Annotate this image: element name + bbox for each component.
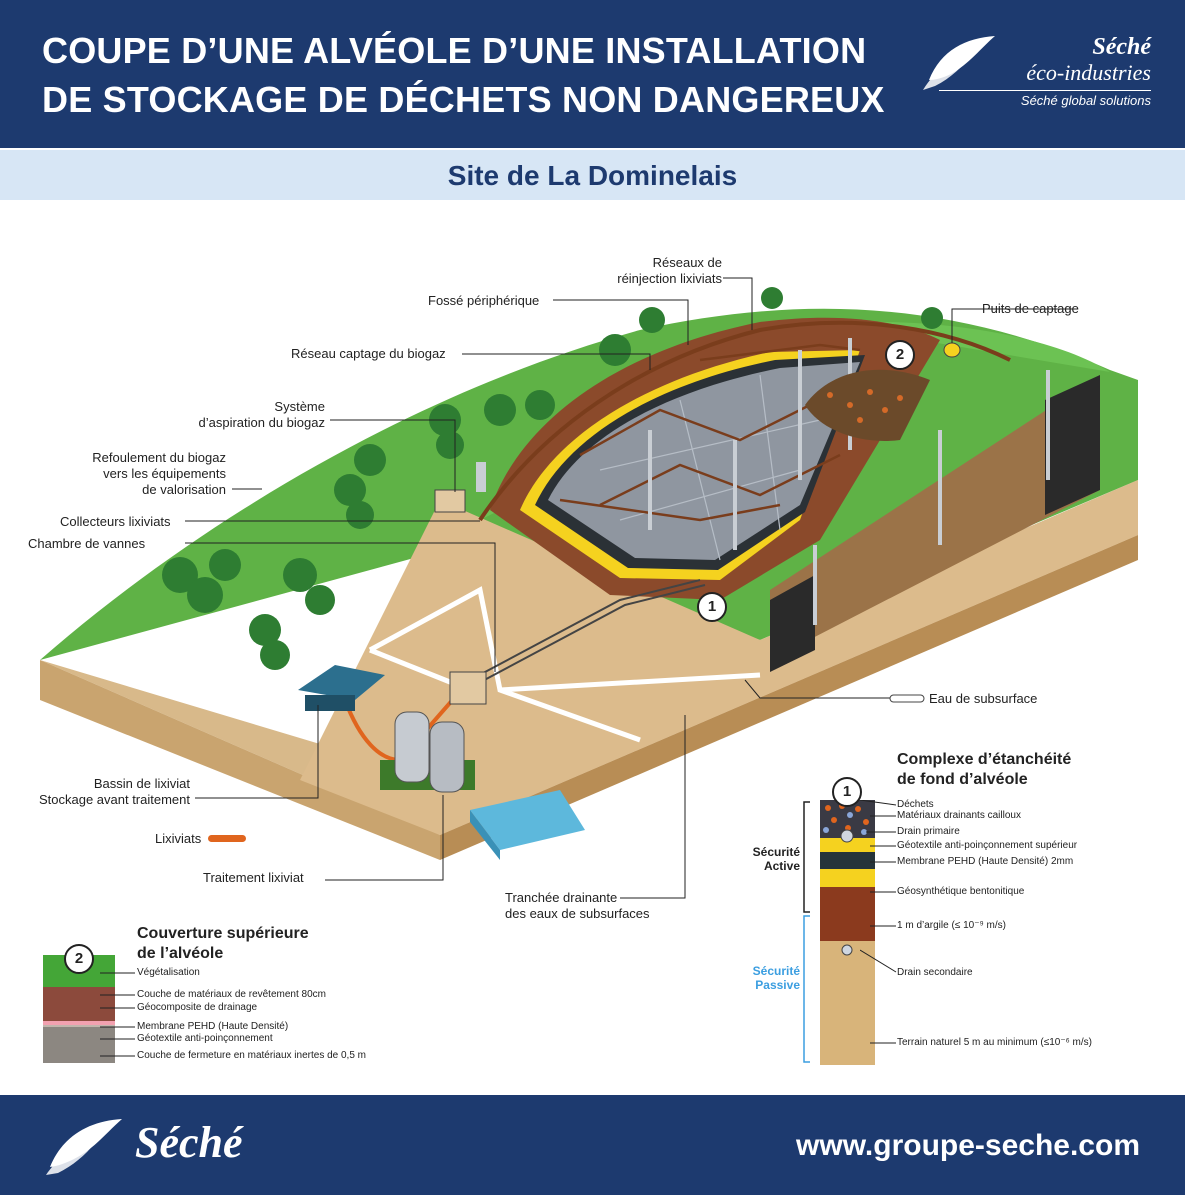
title-line-1: COUPE D’UNE ALVÉOLE D’UNE INSTALLATION — [42, 30, 867, 71]
leader-lines — [185, 277, 1078, 899]
cover-item-2: Couche de matériaux de revêtement 80cm — [137, 989, 326, 1000]
leachate-line-icon — [208, 835, 246, 842]
seal-item-3: Drain primaire — [897, 826, 960, 837]
basin-roof — [298, 665, 385, 700]
securite-passive: Sécurité Passive — [752, 964, 800, 992]
label-aspiration: Système d’aspiration du biogaz — [198, 399, 325, 430]
title-line-2: DE STOCKAGE DE DÉCHETS NON DANGEREUX — [42, 79, 885, 120]
marker-1: 1 — [697, 592, 727, 622]
footer-leaf-icon — [46, 1119, 122, 1175]
seal-item-2: Matériaux drainants cailloux — [897, 810, 1021, 821]
cover-leaders — [100, 972, 135, 1057]
seal-drains — [840, 829, 854, 956]
label-reinjection: Réseaux de réinjection lixiviats — [617, 255, 722, 286]
treatment-pond-side — [470, 810, 500, 860]
securite-active: Sécurité Active — [752, 845, 800, 873]
drainage-gravel-wall-2 — [1045, 375, 1100, 515]
seal-item-1: Déchets — [897, 799, 934, 810]
footer-brand: Séché — [135, 1118, 243, 1167]
treatment-pond — [470, 790, 585, 850]
leachate-collectors — [469, 579, 706, 686]
site-title: Site de La Dominelais — [447, 160, 738, 191]
label-eau-subsurface: Eau de subsurface — [929, 691, 1038, 706]
footer-url[interactable]: www.groupe-seche.com — [796, 1129, 1140, 1162]
cover-item-6: Couche de fermeture en matériaux inertes… — [137, 1050, 367, 1061]
label-lixiviats: Lixiviats — [155, 831, 202, 846]
seal-marker: 1 — [832, 777, 862, 807]
label-collecteurs: Collecteurs lixiviats — [60, 514, 171, 529]
label-refoulement: Refoulement du biogaz vers les équipemen… — [92, 450, 226, 497]
seal-leaders — [860, 800, 897, 1044]
seal-column — [820, 800, 875, 1065]
seal-item-4: Géotextile anti-poinçonnement supérieur — [897, 840, 1078, 851]
waste-dots — [827, 389, 903, 423]
cover-legend-title: Couverture supérieure de l’alvéole — [137, 925, 309, 962]
brand-name: Séché — [1092, 34, 1151, 60]
subsurface-pipe-icon — [889, 694, 925, 703]
marker-2: 2 — [885, 340, 915, 370]
drainage-gravel-wall — [770, 575, 815, 672]
site-banner: Site de La Dominelais — [0, 150, 1185, 200]
label-traitement: Traitement lixiviat — [203, 870, 304, 885]
tank-1 — [394, 711, 430, 783]
cover-item-4: Membrane PEHD (Haute Densité) — [137, 1021, 289, 1032]
basin-building — [305, 695, 355, 711]
excavation-cut — [300, 480, 1138, 835]
seal-item-9: Terrain naturel 5 m au minimum (≤10⁻⁶ m/… — [897, 1037, 1092, 1048]
seal-item-6: Géosynthétique bentonitique — [897, 886, 1025, 897]
ground-front-face — [40, 660, 440, 860]
tank-2 — [429, 721, 465, 793]
cover-item-1: Végétalisation — [137, 967, 200, 978]
footer-banner: Séché www.groupe-seche.com — [0, 1095, 1185, 1195]
waste-pile — [805, 369, 930, 441]
seal-item-5: Membrane PEHD (Haute Densité) 2mm — [897, 856, 1074, 867]
label-puits: Puits de captage — [982, 301, 1079, 316]
cover-marker: 2 — [64, 944, 94, 974]
aspiration-unit — [434, 489, 466, 513]
cover-column — [43, 955, 115, 1063]
brand-tagline: Séché global solutions — [1020, 93, 1151, 108]
header-banner: COUPE D’UNE ALVÉOLE D’UNE INSTALLATION D… — [0, 0, 1185, 148]
ground-front-side — [40, 480, 1138, 835]
label-chambre: Chambre de vannes — [28, 536, 146, 551]
seche-eco-logo: Séché éco-industries Séché global soluti… — [921, 30, 1151, 120]
cut-wall — [770, 375, 1100, 660]
label-tranchee: Tranchée drainante des eaux de subsurfac… — [505, 890, 650, 921]
seal-brackets — [803, 801, 810, 1063]
brand-rule — [939, 90, 1151, 91]
cover-item-3: Géocomposite de drainage — [137, 1002, 258, 1013]
brand-sub: éco-industries — [1026, 60, 1151, 85]
label-reseau-biogaz: Réseau captage du biogaz — [291, 346, 446, 361]
aspiration-chimney — [476, 462, 486, 492]
cross-section-illustration — [40, 277, 1138, 899]
well-cap — [943, 342, 961, 358]
trees — [162, 287, 943, 670]
seal-item-8: Drain secondaire — [897, 967, 973, 978]
seal-legend-title: Complexe d’étanchéité de fond d’alvéole — [897, 751, 1072, 788]
leaf-logo-icon — [923, 36, 995, 90]
label-fosse: Fossé périphérique — [428, 293, 540, 308]
perimeter-ditch — [478, 320, 1011, 522]
seal-item-7: 1 m d’argile (≤ 10⁻⁹ m/s) — [897, 920, 1006, 931]
cover-item-5: Géotextile anti-poinçonnement — [137, 1033, 273, 1044]
valve-chamber — [449, 671, 487, 705]
label-bassin: Bassin de lixiviat Stockage avant traite… — [38, 776, 190, 807]
